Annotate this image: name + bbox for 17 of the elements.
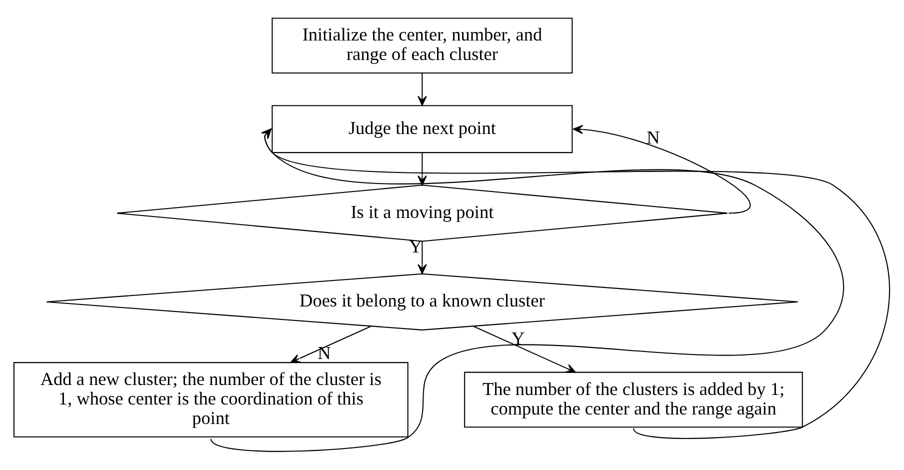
arrow: [418, 241, 427, 274]
node-box: Judge the next point: [272, 105, 573, 154]
arrow: [418, 73, 427, 106]
node-box: Add a new cluster; the number of the cluster is 1, whose center is the coordination of this point: [13, 362, 408, 438]
edge-label: N: [318, 342, 331, 363]
node-diamond: Is it a moving point: [116, 184, 728, 242]
node-diamond: Does it belong to a known cluster: [46, 273, 798, 330]
arrow: [290, 326, 372, 363]
node-box: The number of the clusters is added by 1; compute the center and the range again: [464, 372, 803, 428]
arrow: [261, 128, 890, 439]
node-box: Initialize the center, number, and range of each cluster: [272, 18, 573, 74]
arrow: [473, 326, 576, 373]
arrow: [210, 128, 844, 452]
edge-label: Y: [512, 328, 525, 348]
edge-label: N: [646, 127, 660, 148]
arrow: [572, 124, 750, 214]
arrow: [418, 152, 427, 186]
